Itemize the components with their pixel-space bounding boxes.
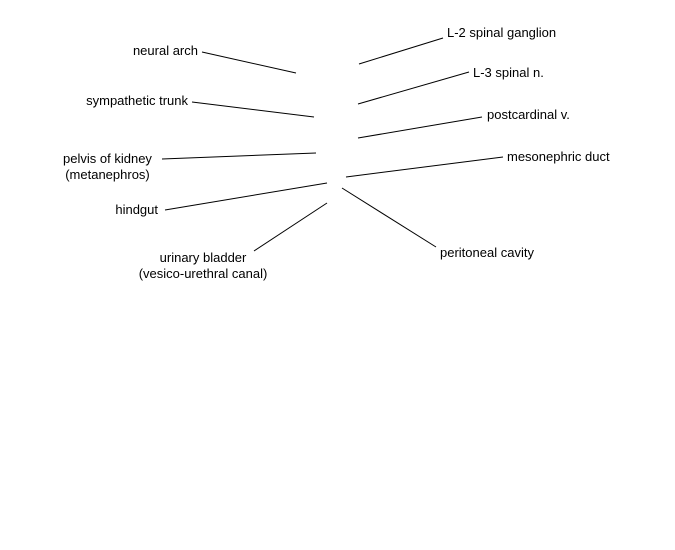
- label-sympathetic-trunk-text: sympathetic trunk: [86, 93, 188, 108]
- leader-line-l3-spinal-n: [357, 71, 470, 105]
- label-urinary-bladder-line1: urinary bladder: [159, 250, 247, 265]
- leader-line-sympathetic-trunk: [191, 101, 315, 118]
- label-l2-spinal-ganglion-text: L-2 spinal ganglion: [447, 25, 557, 40]
- label-pelvis-of-kidney-line1: pelvis of kidney: [63, 151, 152, 166]
- leader-line-urinary-bladder: [253, 202, 328, 252]
- label-sympathetic-trunk: sympathetic trunk: [60, 93, 188, 109]
- label-mesonephric-duct-text: mesonephric duct: [507, 149, 610, 164]
- leader-line-peritoneal-cavity: [341, 187, 437, 248]
- leader-line-l2-spinal-ganglion: [358, 37, 444, 65]
- label-peritoneal-cavity-text: peritoneal cavity: [440, 245, 534, 260]
- label-l2-spinal-ganglion: L-2 spinal ganglion: [447, 25, 556, 41]
- label-hindgut: hindgut: [90, 202, 158, 218]
- label-mesonephric-duct: mesonephric duct: [507, 149, 610, 165]
- label-urinary-bladder: urinary bladder (vesico-urethral canal): [128, 250, 278, 282]
- label-hindgut-text: hindgut: [115, 202, 158, 217]
- leader-line-pelvis-of-kidney: [161, 152, 317, 160]
- label-neural-arch-text: neural arch: [132, 43, 198, 58]
- label-urinary-bladder-line2: (vesico-urethral canal): [138, 266, 268, 281]
- label-pelvis-of-kidney: pelvis of kidney (metanephros): [50, 151, 165, 183]
- leader-line-postcardinal-v: [357, 116, 483, 139]
- label-l3-spinal-n: L-3 spinal n.: [473, 65, 544, 81]
- label-postcardinal-v-text: postcardinal v.: [487, 107, 570, 122]
- leader-line-hindgut: [164, 182, 328, 211]
- label-l3-spinal-n-text: L-3 spinal n.: [473, 65, 544, 80]
- label-neural-arch: neural arch: [100, 43, 198, 59]
- label-pelvis-of-kidney-line2: (metanephros): [65, 167, 150, 182]
- leader-line-neural-arch: [201, 51, 297, 74]
- label-postcardinal-v: postcardinal v.: [487, 107, 570, 123]
- leader-line-mesonephric-duct: [345, 156, 504, 178]
- label-peritoneal-cavity: peritoneal cavity: [440, 245, 534, 261]
